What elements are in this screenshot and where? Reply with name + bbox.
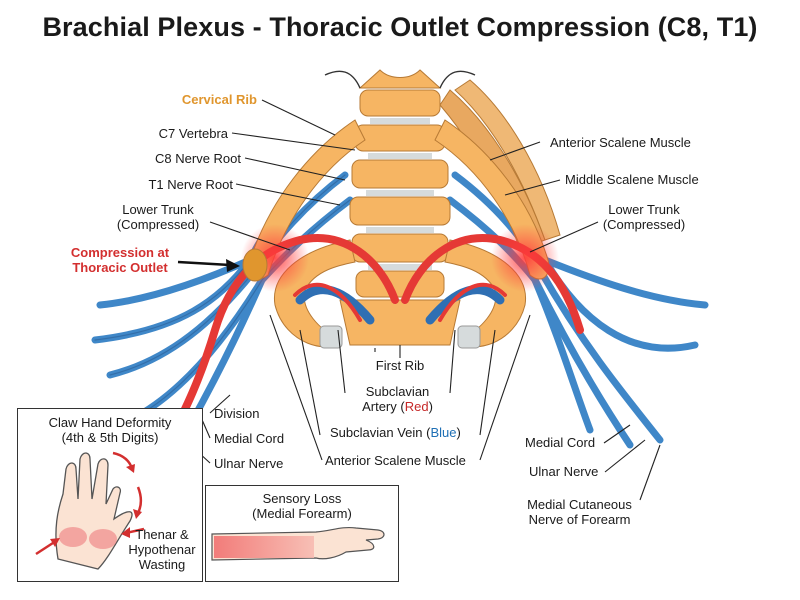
right-compression-glow xyxy=(491,224,559,292)
label-first-rib: First Rib xyxy=(375,358,425,373)
label-subclavian-artery: Subclavian Artery (Red) xyxy=(362,384,433,414)
label-medial-cord-left: Medial Cord xyxy=(214,431,285,446)
page-title: Brachial Plexus - Thoracic Outlet Compre… xyxy=(42,12,758,42)
label-subclavian-vein: Subclavian Vein (Blue) xyxy=(330,425,461,440)
label-medial-cutaneous: Medial Cutaneous Nerve of Forearm xyxy=(527,497,632,527)
claw-hand-illustration xyxy=(35,451,145,570)
cervical-rib-tip xyxy=(242,248,268,282)
label-t1-root: T1 Nerve Root xyxy=(148,177,233,192)
label-ulnar-nerve-left: Ulnar Nerve xyxy=(214,456,284,471)
claw-hand-title: Claw Hand Deformity (4th & 5th Digits) xyxy=(48,415,172,445)
right-nerve-bundle xyxy=(446,146,709,449)
cervical-spine xyxy=(324,69,476,298)
right-scalene-muscles xyxy=(439,79,561,251)
sensory-loss-title: Sensory Loss (Medial Forearm) xyxy=(252,491,352,521)
label-middle-scalene: Middle Scalene Muscle xyxy=(565,172,699,187)
label-lower-trunk-left: Lower Trunk (Compressed) xyxy=(116,202,200,232)
label-medial-cord-right: Medial Cord xyxy=(525,435,596,450)
sensory-loss-inset: Sensory Loss (Medial Forearm) xyxy=(205,485,399,582)
label-compression: Compression at Thoracic Outlet xyxy=(70,245,170,275)
leader-lines xyxy=(184,99,661,501)
label-c8-root: C8 Nerve Root xyxy=(155,151,241,166)
label-c7-vertebra: C7 Vertebra xyxy=(158,126,228,141)
label-division: Division xyxy=(214,406,260,421)
claw-hand-inset: Claw Hand Deformity (4th & 5th Digits) T… xyxy=(17,408,203,582)
label-cervical-rib: Cervical Rib xyxy=(181,92,257,107)
label-ulnar-nerve-right: Ulnar Nerve xyxy=(529,464,599,479)
label-anterior-scalene-top: Anterior Scalene Muscle xyxy=(550,135,691,150)
manubrium xyxy=(339,299,461,346)
wasting-label: Thenar & Hypothenar Wasting xyxy=(128,527,196,572)
label-lower-trunk-right: Lower Trunk (Compressed) xyxy=(602,202,686,232)
label-anterior-scalene-bottom: Anterior Scalene Muscle xyxy=(325,453,466,468)
compression-arrow xyxy=(177,259,240,272)
forearm-illustration xyxy=(211,526,385,561)
